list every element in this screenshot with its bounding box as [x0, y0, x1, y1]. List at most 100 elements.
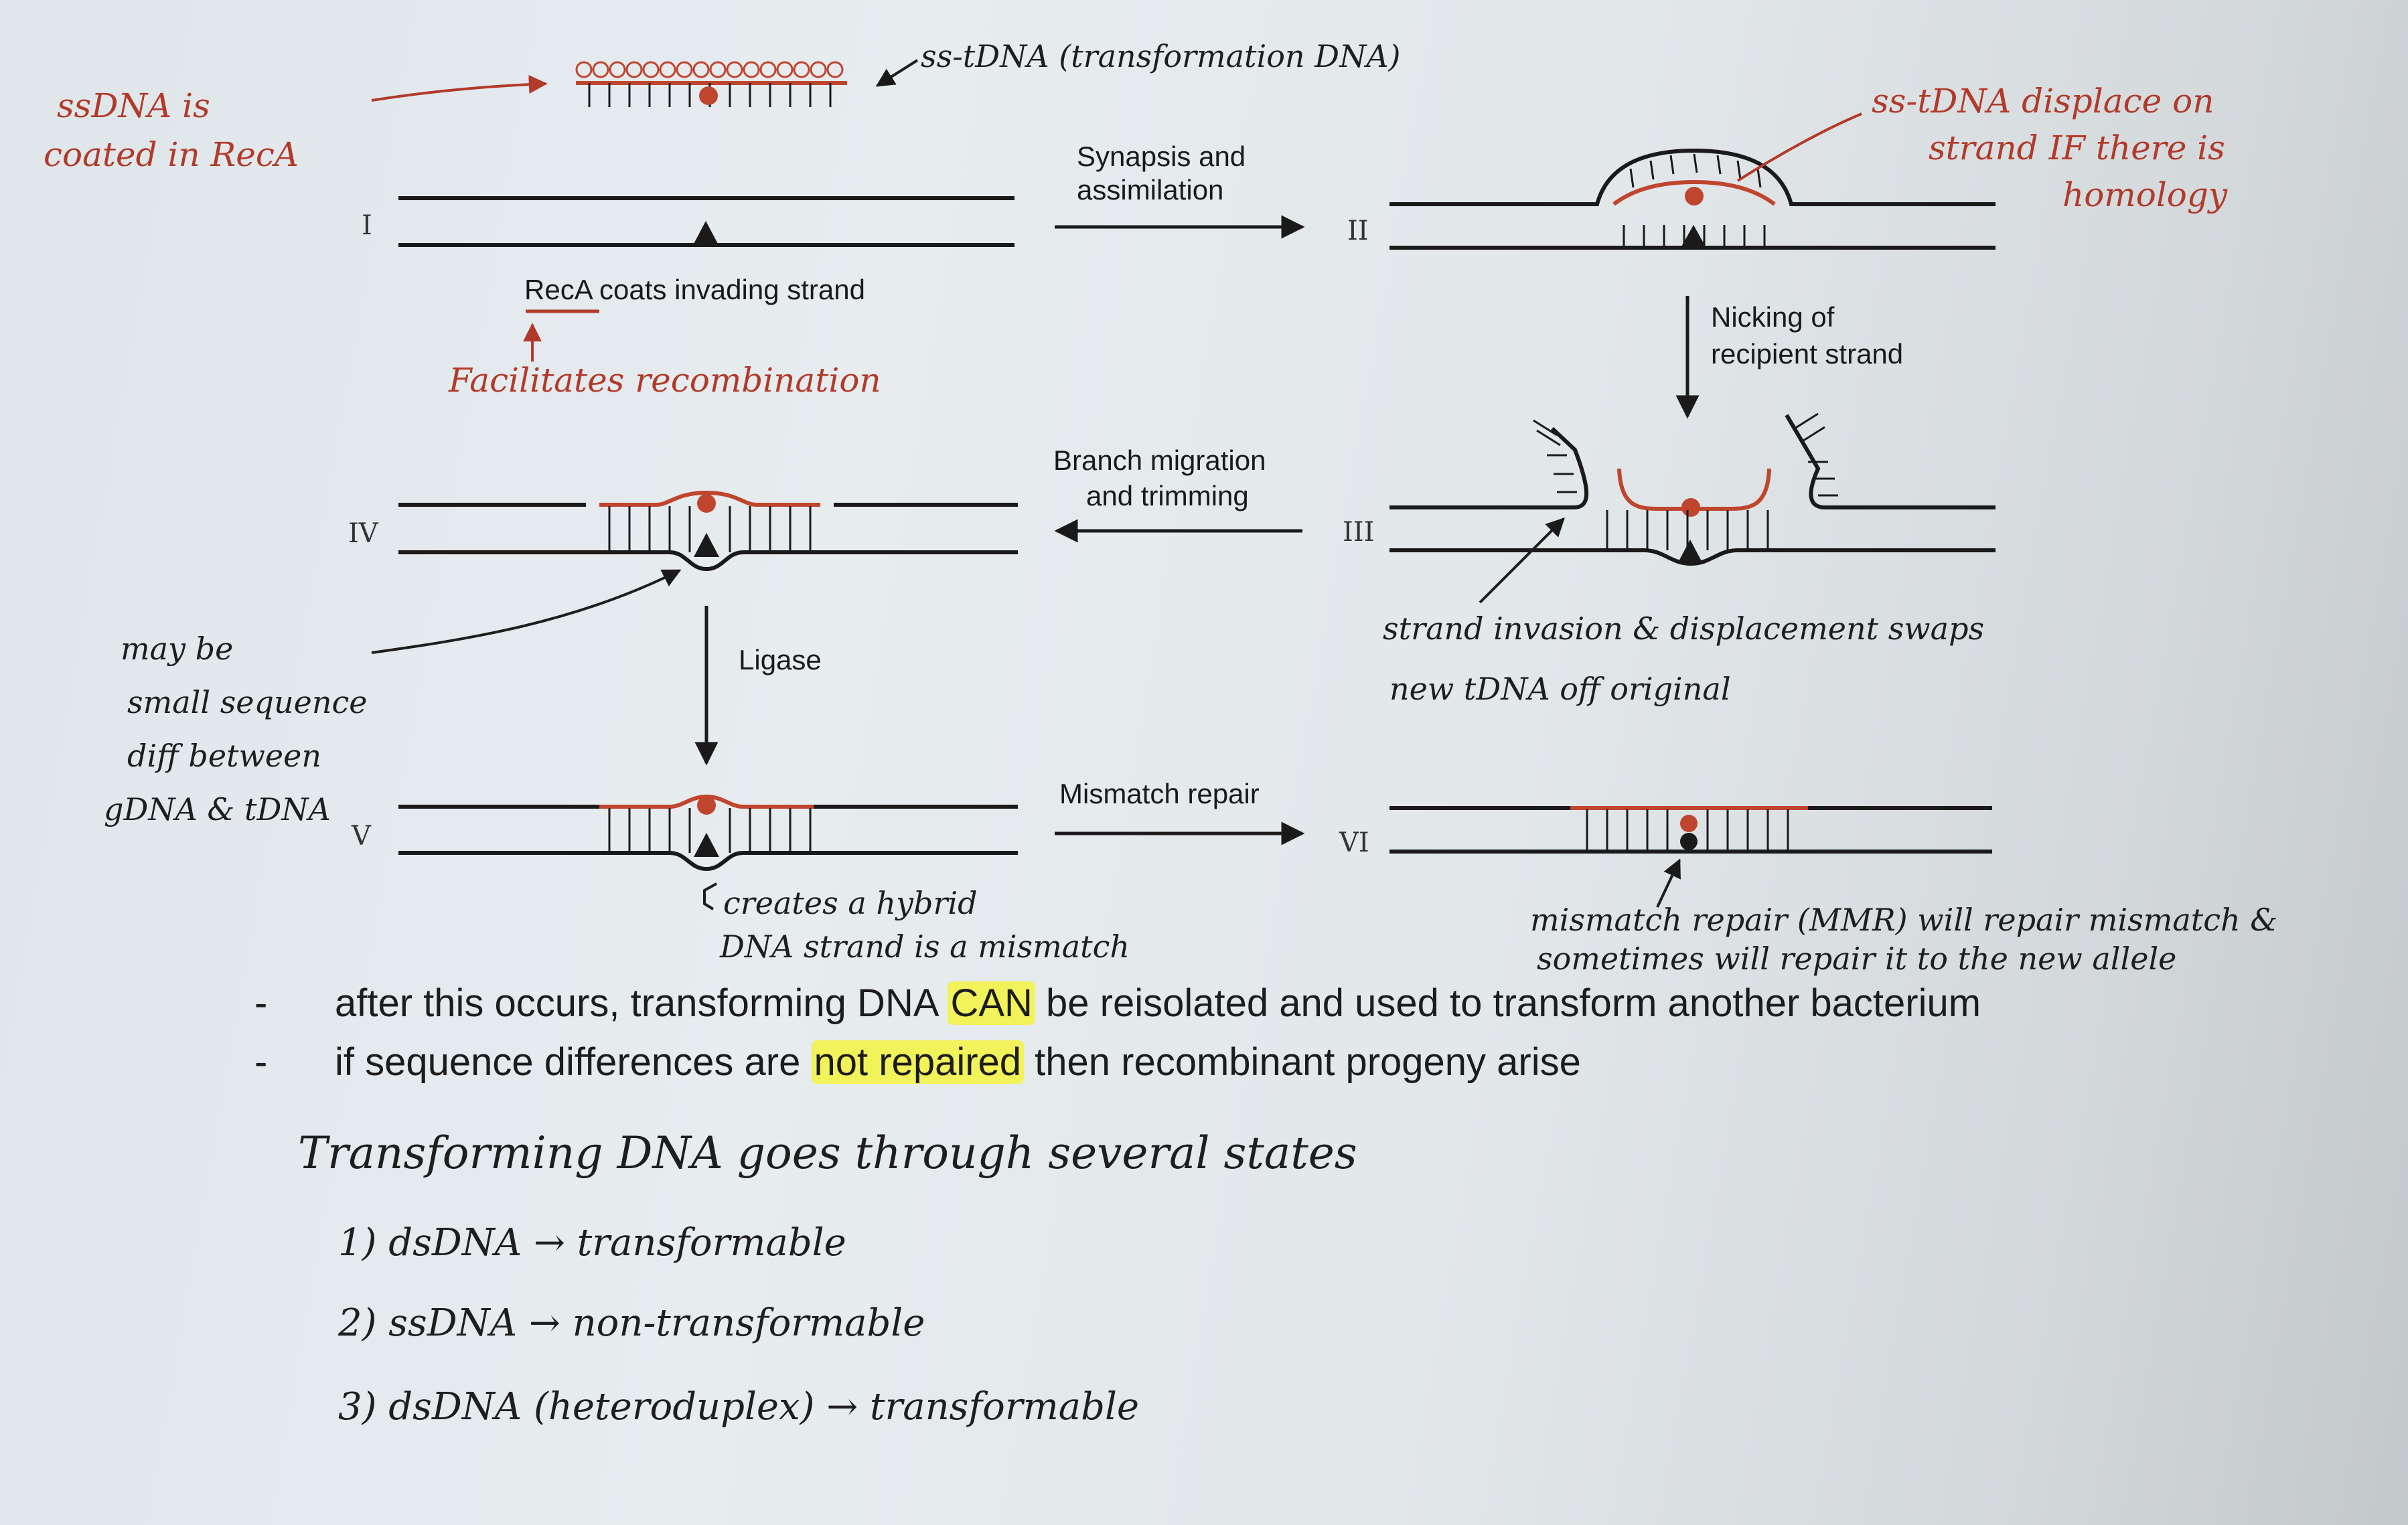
invasion-note-1: strand invasion & displacement swaps: [1383, 611, 1984, 647]
mismatch-triangle: [694, 533, 719, 557]
process-arrows: Synapsis and assimilation Nicking of rec…: [694, 141, 1903, 846]
invasion-note-2: new tDNA off original: [1389, 671, 1731, 707]
step-label-vi: VI: [1339, 827, 1369, 858]
step-v-diagram: V: [351, 794, 1018, 872]
bullet-text: then recombinant progeny arise: [1024, 1040, 1581, 1084]
nicked-strand-left: [1389, 426, 1589, 509]
paired-ticks: [608, 808, 812, 853]
strand-tick: [1669, 155, 1675, 175]
marker-dot: [699, 86, 718, 105]
ssdna-note-arrow: [371, 75, 548, 102]
displaced-strand-ticks: [1629, 153, 1762, 188]
paired-ticks: [608, 506, 812, 552]
reca-bead: [759, 61, 777, 78]
strand-tick: [1794, 412, 1819, 430]
maybe-note-3: diff between: [127, 738, 321, 774]
step-ii-diagram: II: [1347, 148, 1996, 250]
strand-tick: [1693, 153, 1698, 173]
state-item-2: 2) ssDNA → non-transformable: [337, 1301, 925, 1345]
reca-bead: [676, 61, 693, 78]
bullet-text: after this occurs, transforming DNA: [335, 981, 948, 1025]
nicking-label-1: Nicking of: [1711, 301, 1835, 333]
displace-note-3: homology: [2062, 175, 2228, 214]
highlighted-text: not repaired: [811, 1040, 1025, 1084]
maybe-note-1: may be: [121, 631, 233, 667]
hybrid-note-2: DNA strand is a mismatch: [719, 929, 1130, 965]
displace-note-1: ss-tDNA displace on: [1872, 82, 2214, 121]
bullet-text: if sequence differences are: [335, 1040, 812, 1084]
reca-protein-beads: [575, 61, 844, 78]
hybrid-note-1: creates a hybrid: [723, 885, 978, 921]
mismatch-triangle: [693, 221, 719, 245]
paired-ticks: [1586, 809, 1789, 852]
reca-bead: [743, 61, 760, 78]
highlighted-text: CAN: [948, 981, 1035, 1025]
reca-strand-ticks: [588, 83, 832, 107]
mismatch-triangle: [1677, 540, 1703, 564]
strand-tick: [1629, 168, 1635, 188]
reca-bead: [826, 61, 844, 78]
tdna-segment: [599, 490, 820, 507]
ss-tdna-note: ss-tDNA (transformation DNA): [921, 38, 1400, 74]
synapsis-label-1: Synapsis and: [1077, 141, 1246, 172]
branch-label-1: Branch migration: [1053, 445, 1266, 476]
strand-tick: [1716, 155, 1722, 175]
reca-bead: [776, 61, 794, 78]
step-iii-diagram: III: [1343, 412, 1996, 566]
step-label-i: I: [362, 210, 372, 241]
maybe-note-4: gDNA & tDNA: [104, 791, 331, 827]
nicked-strand-right: [1785, 414, 1996, 509]
hybrid-note-bracket: [703, 882, 717, 910]
reca-bead: [793, 61, 810, 78]
mmr-note-1: mismatch repair (MMR) will repair mismat…: [1530, 902, 2277, 938]
strand-tick: [1801, 426, 1825, 443]
invasion-note-arrow: [1479, 517, 1565, 604]
bullet-list: - after this occurs, transforming DNA CAN…: [254, 974, 1981, 1092]
reca-bead: [659, 61, 676, 78]
flap-ticks: [1533, 412, 1838, 497]
reca-bead: [642, 61, 660, 78]
mismatch-triangle: [694, 833, 719, 857]
mmr-note-arrow: [1656, 858, 1681, 908]
displace-note-2: strand IF there is: [1929, 129, 2225, 167]
step-vi-diagram: VI: [1339, 806, 1992, 858]
displace-note-line: [1736, 112, 1862, 182]
reca-bead: [726, 61, 743, 78]
reca-coated-ssdna: [575, 61, 847, 107]
maybe-note-arrow: [371, 569, 682, 654]
branch-label-2: and trimming: [1086, 480, 1249, 511]
step-label-v: V: [351, 821, 372, 852]
reca-bead: [625, 61, 643, 78]
synapsis-label-2: assimilation: [1077, 174, 1223, 206]
bullet-item: - after this occurs, transforming DNA CAN…: [254, 974, 1981, 1033]
reca-bead: [810, 61, 827, 78]
strand-tick: [1533, 419, 1558, 436]
recipient-strand-bottom: [398, 550, 1018, 572]
ss-tdna-note-arrow: [875, 59, 919, 87]
state-item-3: 3) dsDNA (heteroduplex) → transformable: [338, 1385, 1139, 1429]
reca-bead: [575, 61, 593, 78]
strand-tick: [1649, 160, 1655, 180]
bullet-text: be reisolated and used to transform anot…: [1035, 981, 1981, 1025]
marker-dot: [697, 494, 716, 513]
marker-dot: [1681, 498, 1700, 517]
bullet-dash: -: [254, 981, 268, 1025]
reca-bead: [692, 61, 710, 78]
reca-bead: [592, 61, 609, 78]
state-item-1: 1) dsDNA → transformable: [338, 1221, 846, 1265]
ssdna-note-1: ssDNA is: [57, 86, 210, 125]
maybe-note-2: small sequence: [127, 684, 367, 720]
step-label-ii: II: [1347, 216, 1369, 246]
marker-dot: [1685, 187, 1704, 206]
paired-ticks: [1623, 225, 1766, 248]
displaced-recipient-strand: [1389, 148, 1996, 206]
ligase-label: Ligase: [739, 644, 822, 675]
reca-caption: RecA coats invading strand: [524, 274, 865, 305]
bullet-dash: -: [254, 1040, 268, 1084]
transforming-states: Transforming DNA goes through several st…: [298, 1127, 1357, 1429]
states-heading: Transforming DNA goes through several st…: [298, 1127, 1357, 1179]
step-label-iii: III: [1343, 517, 1374, 548]
facilitates-note: Facilitates recombination: [448, 361, 881, 400]
mismatch-repair-label: Mismatch repair: [1059, 778, 1260, 809]
strand-tick: [1536, 429, 1561, 447]
